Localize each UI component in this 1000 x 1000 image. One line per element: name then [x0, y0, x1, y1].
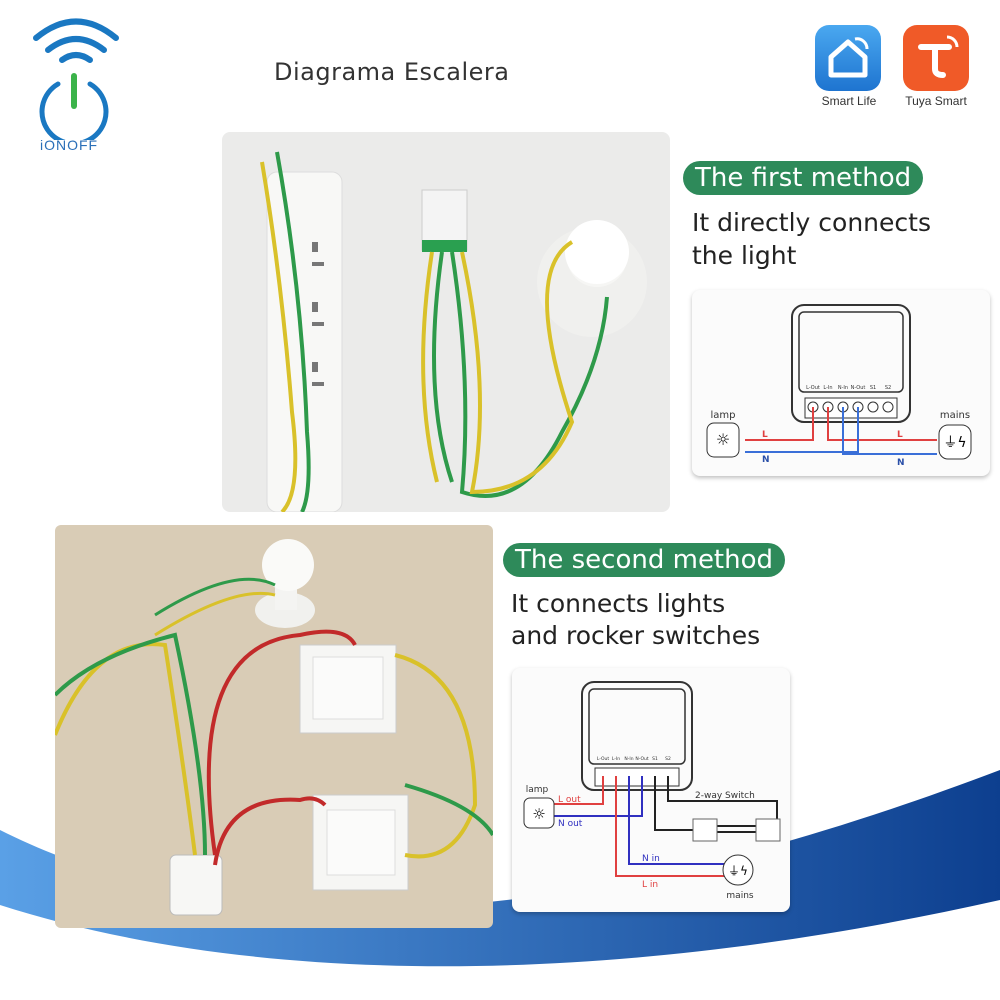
second-method-badge: The second method [503, 543, 786, 577]
wire-label: L [897, 430, 903, 440]
logo-text: iONOFF [40, 137, 99, 153]
svg-text:☼: ☼ [716, 430, 730, 449]
second-method-line1: It connects lights [511, 589, 726, 618]
photo-first-method [222, 132, 670, 512]
mains-plug-icon [938, 424, 972, 460]
terminal-label: L-Out [806, 385, 820, 391]
wiring-diagram-second: L-Out L-In N-In N-Out S1 S2 ☼ ⏚ϟ lamp ma… [512, 668, 790, 912]
first-method-line2: the light [692, 241, 797, 270]
two-way-switch-icon [755, 818, 781, 842]
wire-label: L in [642, 880, 658, 890]
wire-label: N in [642, 854, 660, 864]
lamp-icon [706, 422, 740, 458]
page-title: Diagrama Escalera [274, 58, 510, 86]
terminal-label: L-In [612, 756, 620, 762]
lamp-label: lamp [526, 785, 549, 795]
wire-label: N [897, 458, 905, 468]
svg-text:⏚ϟ: ⏚ϟ [943, 435, 966, 451]
wifi-power-icon [33, 18, 119, 147]
wiring-diagram-first: L-Out L-In N-In N-Out S1 S2 ☼ ⏚ϟ lamp ma… [692, 290, 990, 476]
svg-text:⏚ϟ: ⏚ϟ [728, 864, 748, 878]
terminal-label: L-In [823, 385, 832, 391]
terminal-label: S2 [885, 385, 891, 391]
first-method-line1: It directly connects [692, 208, 931, 237]
terminal-label: S2 [665, 756, 671, 762]
first-method-badge: The first method [683, 161, 924, 195]
mains-label: mains [940, 410, 970, 421]
switch-label: 2-way Switch [695, 791, 755, 801]
terminal-label: L-Out [597, 756, 610, 762]
lamp-icon [523, 797, 555, 829]
wire-label: N [762, 455, 770, 465]
photo-second-method [55, 525, 493, 928]
wire-label: L [762, 430, 768, 440]
smart-life-app-icon [815, 25, 881, 91]
terminal-label: N-Out [851, 385, 866, 391]
svg-text:☼: ☼ [532, 805, 545, 823]
ionoff-logo: iONOFF [28, 10, 128, 155]
wire-label: L out [558, 795, 581, 805]
terminal-label: N-In [624, 756, 633, 762]
tuya-smart-label: Tuya Smart [905, 94, 967, 108]
two-way-switch-icon [692, 818, 718, 842]
terminal-label: N-Out [635, 756, 649, 762]
tuya-smart-app-icon [903, 25, 969, 91]
wire-label: N out [558, 819, 583, 829]
terminal-label: N-In [838, 385, 848, 391]
lamp-label: lamp [711, 410, 736, 421]
mains-plug-icon [722, 854, 754, 886]
terminal-label: S1 [870, 385, 876, 391]
smart-life-label: Smart Life [821, 94, 877, 108]
terminal-label: S1 [652, 756, 658, 762]
mains-label: mains [726, 891, 753, 901]
second-method-line2: and rocker switches [511, 621, 761, 650]
